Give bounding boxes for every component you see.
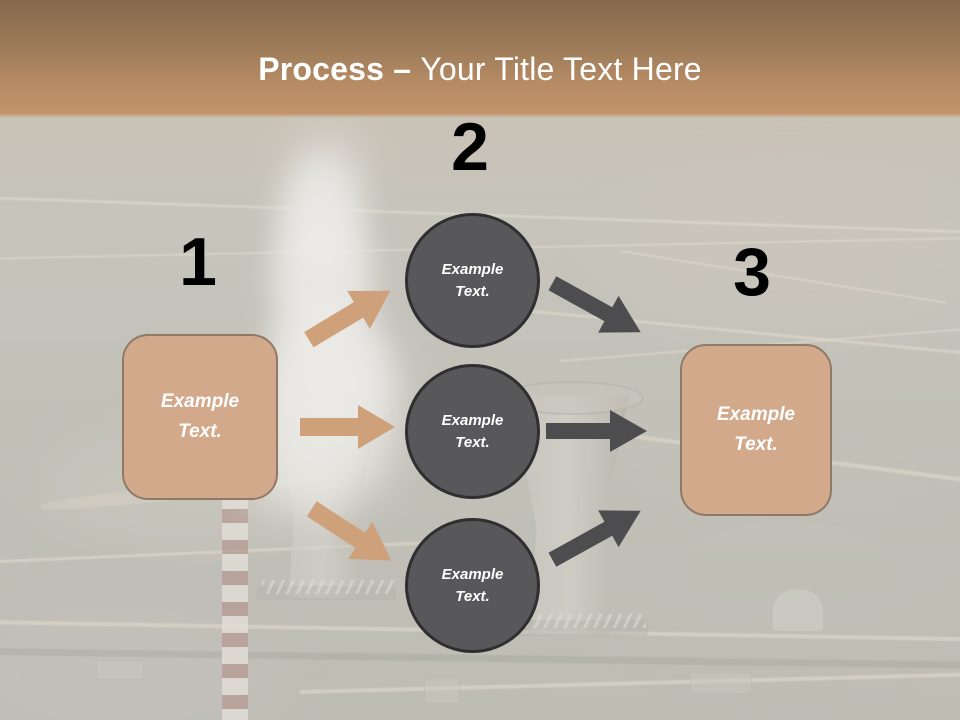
header-band bbox=[0, 0, 960, 118]
arrow-circle1-to-box3 bbox=[541, 263, 653, 353]
step-number-2: 2 bbox=[451, 109, 489, 185]
page-title-dash: – bbox=[384, 51, 421, 87]
plant-building bbox=[96, 660, 144, 680]
plant-building bbox=[690, 672, 752, 694]
process-circle-3[interactable]: Example Text. bbox=[405, 518, 540, 653]
storage-tank bbox=[772, 588, 824, 632]
process-box-3-label: Example Text. bbox=[716, 404, 796, 455]
arrow-circle3-to-box3 bbox=[541, 490, 653, 580]
plant-building bbox=[424, 678, 460, 704]
arrow-circle2-to-box3 bbox=[546, 408, 648, 454]
page-title-rest: Your Title Text Here bbox=[420, 51, 702, 87]
step-number-3: 3 bbox=[733, 234, 771, 310]
cooling-tower-trestle bbox=[262, 580, 394, 594]
process-circle-2-label: Example Text. bbox=[441, 411, 504, 451]
terrain-blotch bbox=[600, 170, 960, 330]
process-box-1[interactable]: Example Text. bbox=[122, 334, 278, 500]
process-circle-3-label: Example Text. bbox=[441, 565, 504, 605]
process-circle-1[interactable]: Example Text. bbox=[405, 213, 540, 348]
process-box-3[interactable]: Example Text. bbox=[680, 344, 832, 516]
arrow-box1-to-circle3 bbox=[299, 490, 405, 581]
page-title: Process – Your Title Text Here bbox=[0, 50, 960, 88]
cooling-tower-trestle bbox=[500, 614, 646, 628]
arrow-box1-to-circle2 bbox=[300, 404, 396, 450]
page-title-strong: Process bbox=[258, 51, 385, 87]
arrow-box1-to-circle1 bbox=[297, 271, 403, 360]
step-number-1: 1 bbox=[179, 224, 217, 300]
process-circle-1-label: Example Text. bbox=[441, 260, 504, 300]
process-box-1-label: Example Text. bbox=[160, 391, 240, 442]
steam-plume bbox=[296, 132, 356, 212]
process-circle-2[interactable]: Example Text. bbox=[405, 364, 540, 499]
